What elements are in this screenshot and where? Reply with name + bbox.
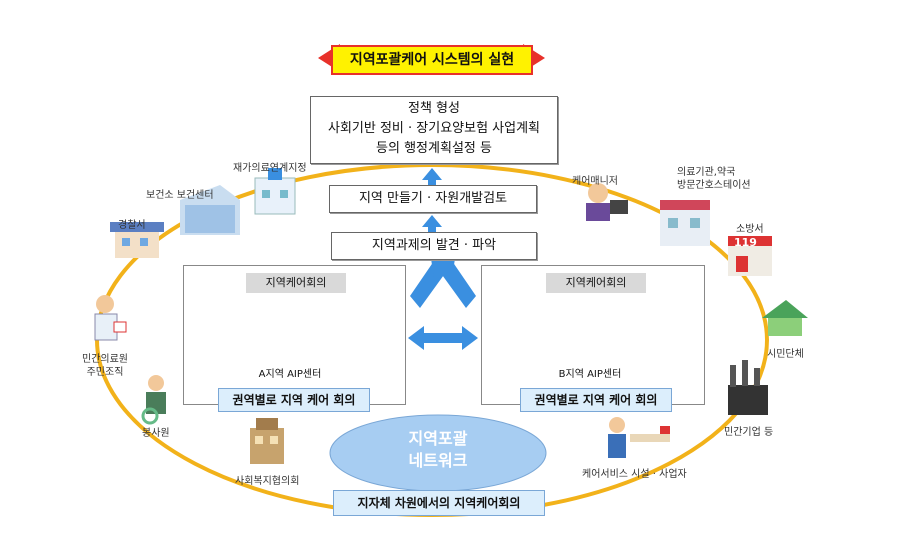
fire-station-icon	[728, 236, 772, 276]
meeting-a-title: 지역케어회의	[246, 273, 346, 293]
meeting-a-center: A지역 AIP센터	[258, 369, 322, 380]
up-arrow-2	[422, 215, 442, 235]
label-police: 경찰서	[118, 220, 146, 231]
region-discovery-box: 지역과제의 발견 · 파악	[331, 232, 537, 260]
label-civic: 시민단체	[767, 349, 804, 360]
up-arrow-1	[422, 168, 442, 188]
meeting-a-label: 권역별로 지역 케어 회의	[218, 388, 370, 412]
private-company-icon	[728, 360, 768, 415]
label-private-doctor-1: 민간의료원	[82, 354, 128, 365]
label-private-doctor-2: 주민조직	[86, 367, 124, 378]
municipal-box: 지자체 차원에서의 지역케어회의	[333, 490, 545, 516]
label-medical-2: 방문간호스테이션	[677, 180, 751, 191]
banner-title: 지역포괄케어 시스템의 실현	[349, 52, 515, 68]
label-fire: 소방서	[736, 224, 764, 235]
label-medical: 의료기관,약국 방문간호스테이션	[677, 166, 751, 192]
policy-line-3: 등의 행정계획설정 등	[376, 141, 492, 156]
care-service-icon	[608, 417, 670, 458]
label-private-company: 민간기업 등	[724, 427, 774, 438]
care-manager-icon	[586, 183, 628, 221]
label-fire-119: 119	[734, 236, 757, 249]
label-health-center: 보건소 보건센터	[146, 190, 214, 201]
meeting-b-center: B지역 AIP센터	[558, 369, 622, 380]
label-care-manager: 케어매니저	[572, 176, 618, 187]
private-doctor-icon	[94, 295, 127, 341]
diagonal-arrow-right	[430, 252, 476, 308]
policy-line-1: 정책 형성	[408, 101, 460, 116]
meeting-b-label: 권역별로 지역 케어 회의	[520, 388, 672, 412]
label-volunteer: 봉사원	[142, 428, 170, 439]
double-arrow	[408, 326, 478, 350]
region-build-box: 지역 만들기 · 자원개발검토	[329, 185, 537, 213]
label-care-service: 케어서비스 시설 · 사업자	[582, 469, 687, 480]
medical-icon	[660, 200, 710, 246]
social-welfare-icon	[250, 418, 284, 464]
civic-icon	[762, 300, 808, 336]
policy-box: 정책 형성 사회기반 정비 · 장기요양보험 사업계획 등의 행정계획설정 등	[310, 96, 558, 164]
home-medical-icon	[254, 168, 296, 215]
label-social-welfare: 사회복지협의회	[235, 476, 300, 487]
network-line-1: 지역포괄	[408, 429, 468, 448]
label-home-medical: 재가의료연계지정	[233, 163, 307, 174]
volunteer-icon	[141, 375, 166, 425]
label-private-doctor: 민간의료원 주민조직	[82, 353, 128, 379]
health-center-icon	[180, 185, 240, 235]
network-label: 지역포괄 네트워크	[380, 428, 496, 472]
label-medical-1: 의료기관,약국	[677, 167, 736, 178]
network-line-2: 네트워크	[408, 451, 468, 470]
police-icon	[110, 222, 164, 258]
meeting-b-title: 지역케어회의	[546, 273, 646, 293]
banner-ribbon	[318, 44, 545, 75]
policy-line-2: 사회기반 정비 · 장기요양보험 사업계획	[327, 121, 541, 136]
